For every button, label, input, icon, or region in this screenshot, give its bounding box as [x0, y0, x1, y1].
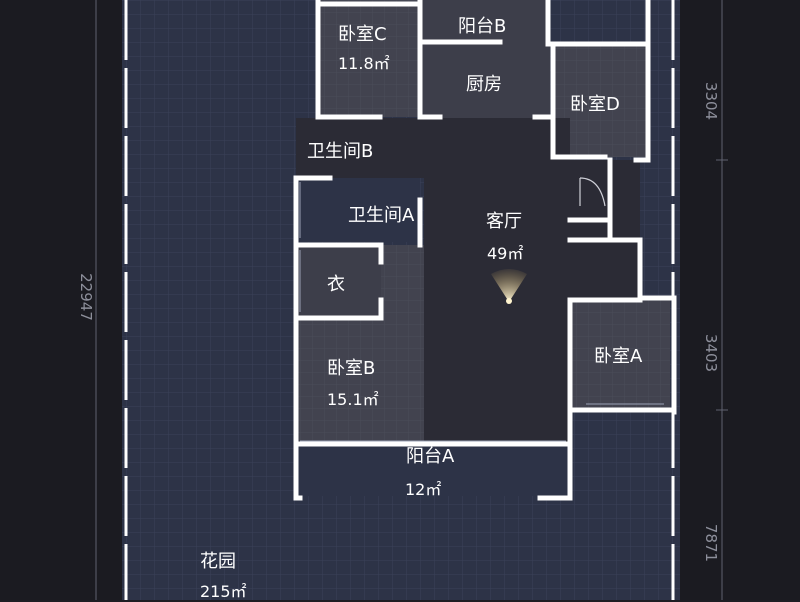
passage-area — [381, 245, 426, 318]
walls — [293, 0, 677, 501]
kitchen-label: 厨房 — [466, 74, 502, 95]
balcony-a-label: 阳台A — [406, 446, 455, 467]
closet-area — [296, 245, 381, 318]
bedroom-b-label: 卧室B — [327, 358, 376, 379]
balcony-b-label: 阳台B — [458, 16, 507, 37]
balcony-a-area-label: 12㎡ — [405, 480, 442, 499]
dimension-lines — [95, 0, 728, 600]
right-margin — [680, 0, 800, 600]
garden-area-label: 215㎡ — [200, 582, 247, 601]
bedroom-d-label: 卧室D — [570, 94, 620, 115]
entry-area — [570, 160, 640, 300]
bedroom-a-area — [570, 300, 670, 410]
bedroom-b-area — [296, 318, 426, 444]
kitchen-area — [420, 44, 550, 118]
dimension-right-top: 3304 — [702, 81, 721, 121]
dimension-left-total: 22947 — [76, 273, 95, 321]
bathroom-a-area — [296, 178, 420, 242]
bedroom-c-area — [318, 0, 420, 117]
dimension-right-middle: 3403 — [702, 333, 721, 373]
garden-label: 花园 — [200, 551, 236, 572]
balcony-a-area — [296, 444, 570, 496]
bedroom-c-label: 卧室C — [338, 24, 387, 45]
bedroom-c-area-label: 11.8㎡ — [338, 54, 390, 73]
bathroom-b-label: 卫生间B — [307, 141, 374, 162]
closet-label: 衣 — [327, 274, 345, 295]
balcony-b-area — [420, 0, 550, 44]
bathroom-a-label: 卫生间A — [348, 205, 415, 226]
dimension-right-bottom: 7871 — [702, 523, 721, 563]
left-margin — [0, 0, 122, 600]
living-room-label: 客厅 — [486, 211, 522, 232]
bedroom-a-label: 卧室A — [594, 346, 643, 367]
bedroom-b-area-label: 15.1㎡ — [327, 390, 379, 409]
bathroom-b-area — [296, 118, 424, 178]
living-room-area-label: 49㎡ — [487, 244, 524, 263]
window-lines — [299, 182, 664, 442]
camera-viewpoint-icon[interactable] — [489, 266, 529, 306]
entry-door-swing — [579, 177, 606, 207]
